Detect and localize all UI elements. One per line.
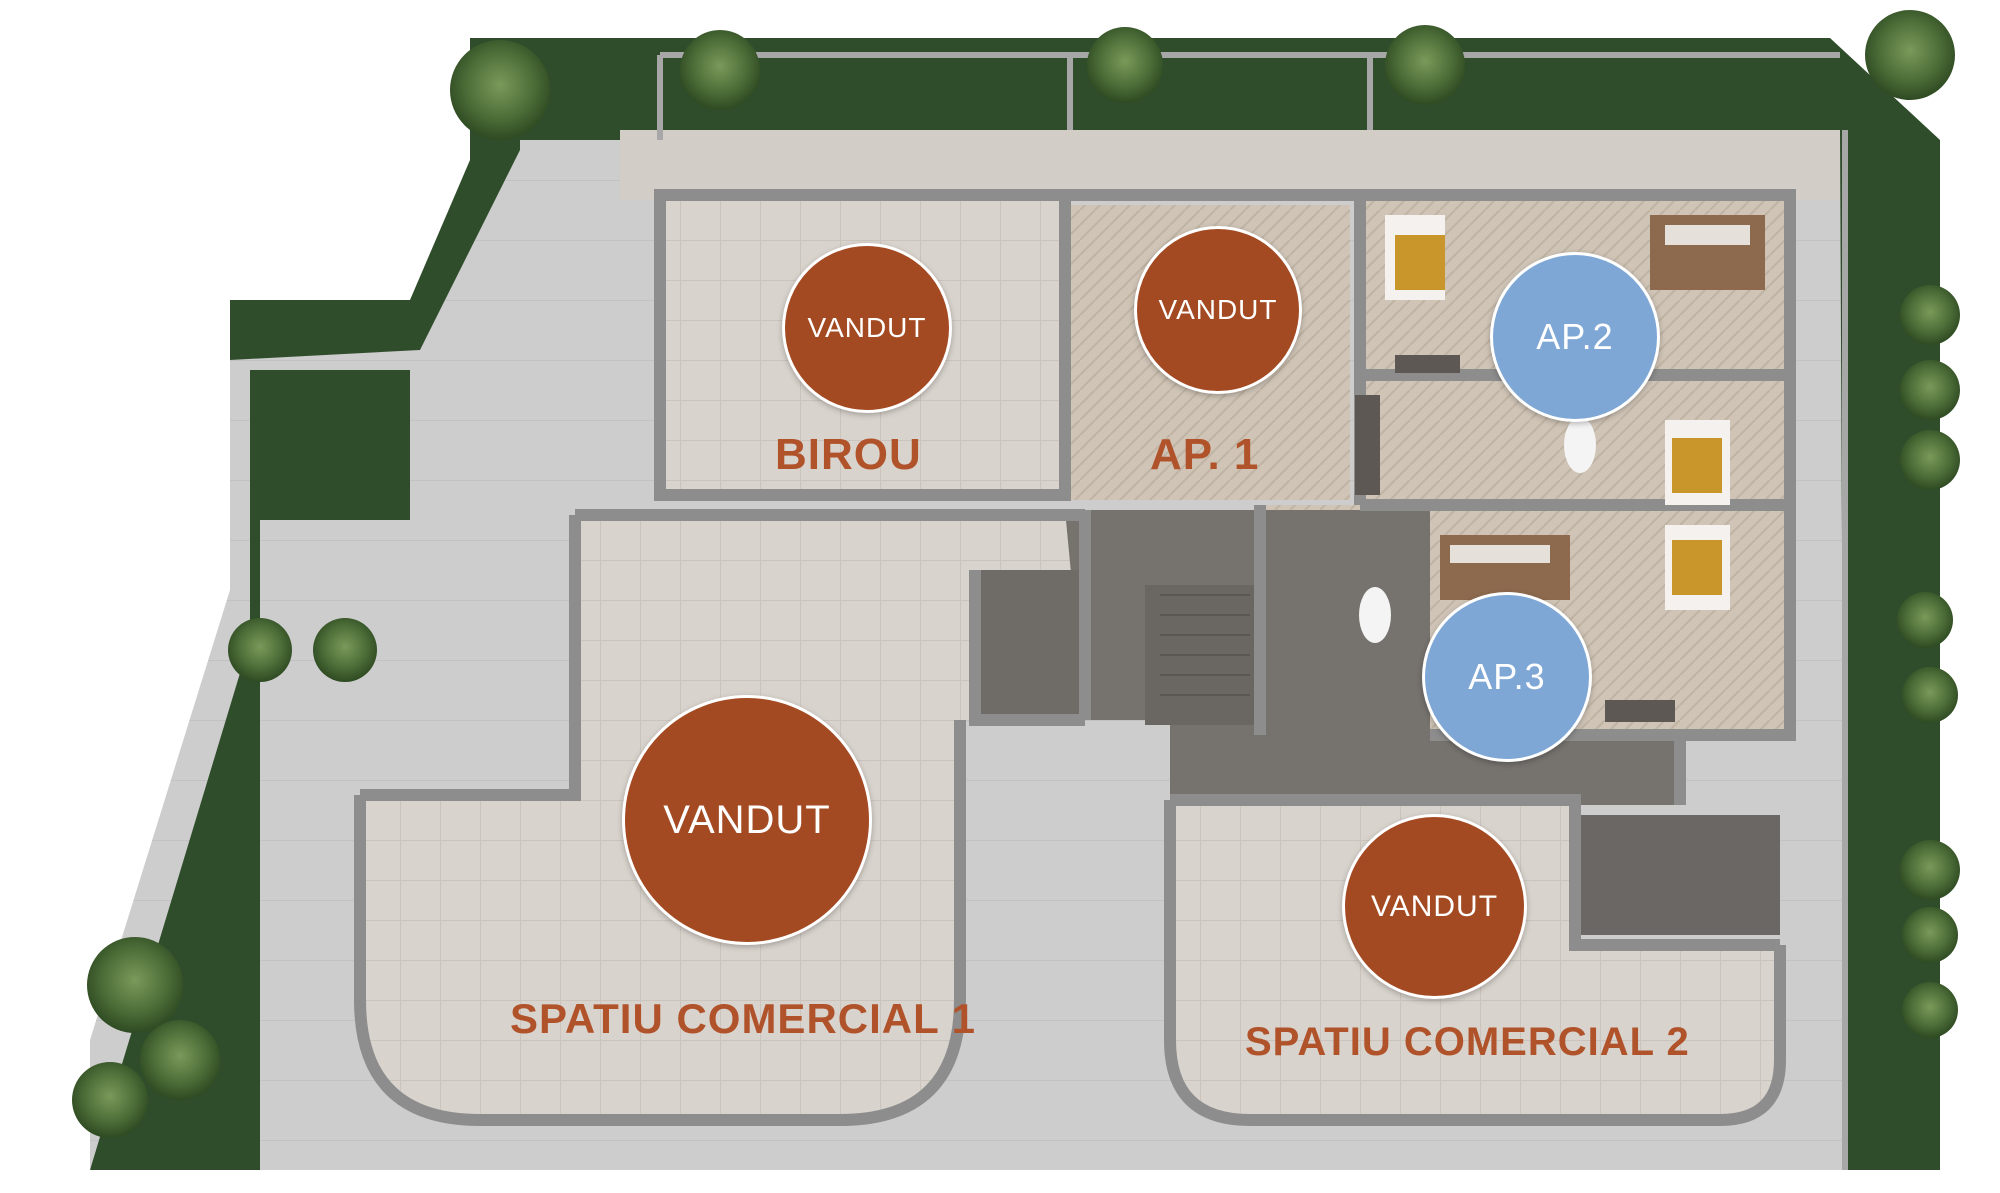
unit-status-badge-sc2[interactable]: VANDUT <box>1342 814 1527 999</box>
unit-status-badge-ap2[interactable]: AP.2 <box>1490 252 1660 422</box>
stairs <box>1160 594 1250 696</box>
unit-status-badge-ap1[interactable]: VANDUT <box>1134 226 1302 394</box>
site-boundary <box>657 52 1848 1170</box>
unit-status-badge-ap3[interactable]: AP.3 <box>1422 592 1592 762</box>
terrace-top <box>620 130 1840 200</box>
unit-status-badge-birou[interactable]: VANDUT <box>782 243 952 413</box>
furniture <box>1355 215 1765 722</box>
trees <box>72 10 1960 1138</box>
unit-status-badge-sc1[interactable]: VANDUT <box>622 695 872 945</box>
